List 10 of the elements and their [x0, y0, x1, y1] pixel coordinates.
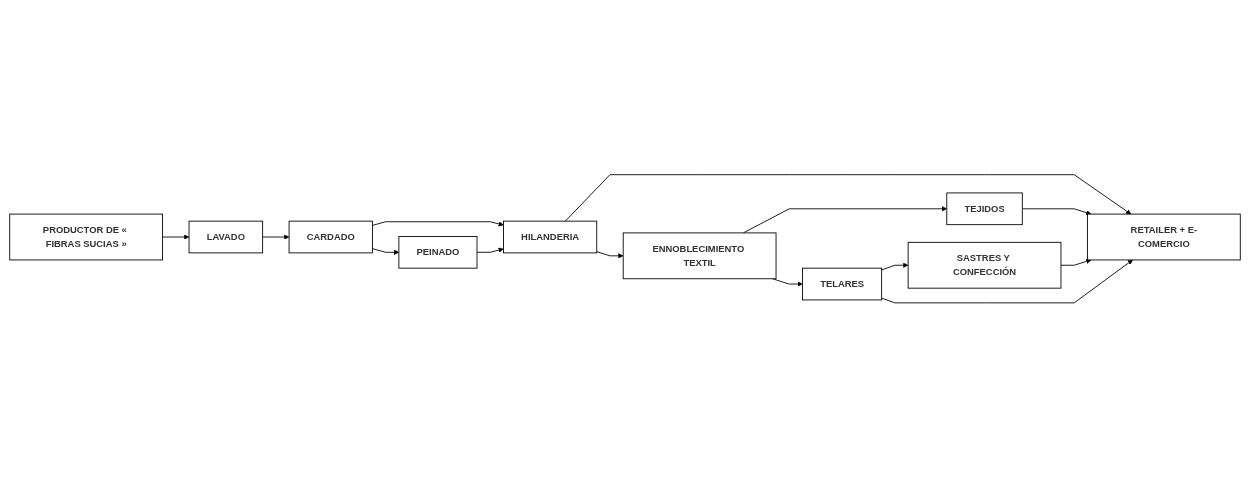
node-box: TEJIDOS [946, 192, 1023, 226]
node-box: TELARES [802, 267, 883, 301]
node-box: LAVADO [188, 220, 264, 254]
node-box: HILANDERIA [503, 220, 598, 254]
node-box: PRODUCTOR DE « FIBRAS SUCIAS » [9, 213, 163, 261]
node-box: ENNOBLECIMIENTO TEXTIL [622, 232, 777, 280]
node-box: RETAILER + E-COMERCIO [1087, 213, 1241, 261]
node-box: SASTRES Y CONFECCIÓN [907, 242, 1062, 289]
node-box: PEINADO [398, 236, 478, 269]
node-box: CARDADO [288, 220, 373, 254]
